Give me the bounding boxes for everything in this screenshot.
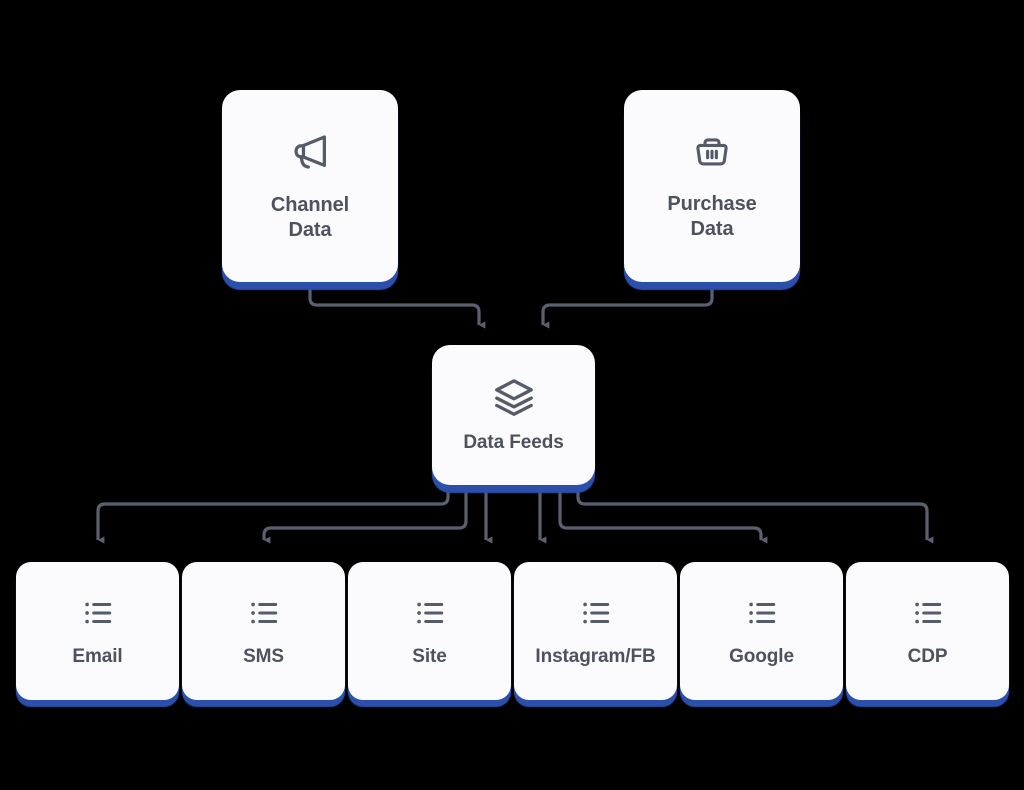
list-icon	[577, 594, 615, 632]
card-label-channel-data: Channel Data	[270, 194, 350, 241]
layers-icon	[492, 375, 536, 419]
card-label-purchase-data: Purchase Data	[667, 193, 757, 240]
card-purchase-data[interactable]: Purchase Data	[624, 90, 800, 282]
list-icon	[743, 594, 781, 632]
connector-channel-to-feeds	[308, 282, 486, 329]
card-email[interactable]: Email	[16, 562, 179, 700]
connector-feeds-to-cdp	[576, 485, 934, 544]
card-label-sms: SMS	[243, 645, 284, 667]
card-label-email: Email	[72, 645, 123, 667]
card-google[interactable]: Google	[680, 562, 843, 700]
card-sms[interactable]: SMS	[182, 562, 345, 700]
basket-icon	[690, 130, 734, 174]
card-site[interactable]: Site	[348, 562, 511, 700]
card-label-google: Google	[729, 645, 794, 667]
card-label-instagram: Instagram/FB	[535, 645, 656, 667]
list-icon	[79, 594, 117, 632]
list-icon	[909, 594, 947, 632]
card-instagram[interactable]: Instagram/FB	[514, 562, 677, 700]
list-icon	[245, 594, 283, 632]
megaphone-icon	[287, 129, 333, 175]
card-channel-data[interactable]: Channel Data	[222, 90, 398, 282]
card-label-data-feeds: Data Feeds	[463, 432, 564, 454]
card-cdp[interactable]: CDP	[846, 562, 1009, 700]
list-icon	[411, 594, 449, 632]
card-label-site: Site	[412, 645, 447, 667]
card-data-feeds[interactable]: Data Feeds	[432, 345, 595, 485]
connector-feeds-to-sms	[262, 485, 468, 544]
connector-feeds-to-google	[558, 485, 768, 544]
connector-feeds-to-email	[96, 485, 450, 544]
connector-purchase-to-feeds	[541, 282, 714, 329]
card-label-cdp: CDP	[907, 645, 948, 667]
